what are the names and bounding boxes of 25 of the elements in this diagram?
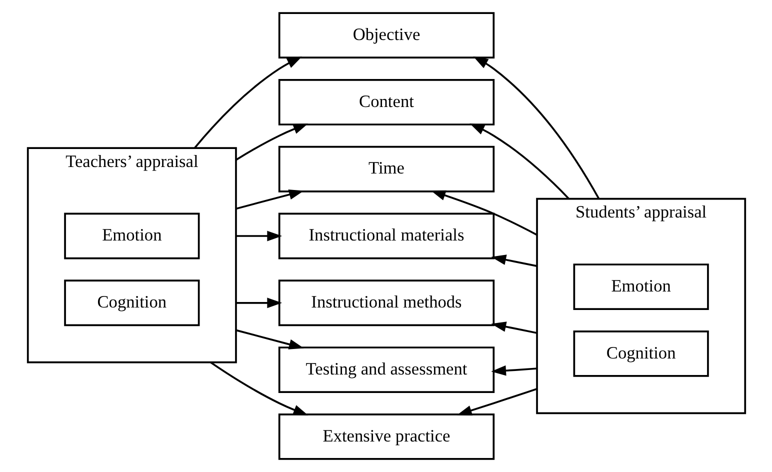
node-box: Extensive practice [278,413,494,460]
node-box: Testing and assessment [278,346,494,394]
node-box: Cognition [572,330,708,377]
arrow [490,254,537,267]
node-box: Cognition [64,280,200,326]
node-box: Instructional methods [278,280,494,326]
arrow [456,388,537,416]
arrow [472,56,600,200]
arrow [193,56,302,149]
node-box: Content [278,78,494,126]
node-box: Objective [278,12,494,59]
node-box: Emotion [572,264,708,310]
arrow [235,189,304,210]
arrow [490,322,537,334]
node-box: Emotion [64,212,200,260]
arrow [235,124,308,161]
node-box: Instructional materials [278,212,494,260]
arrow [235,298,282,308]
arrow [235,329,304,350]
arrow [469,123,570,200]
node-box: Time [278,146,494,192]
arrow [430,190,537,236]
arrow [235,230,282,242]
arrow [210,362,308,416]
arrow [490,365,537,376]
